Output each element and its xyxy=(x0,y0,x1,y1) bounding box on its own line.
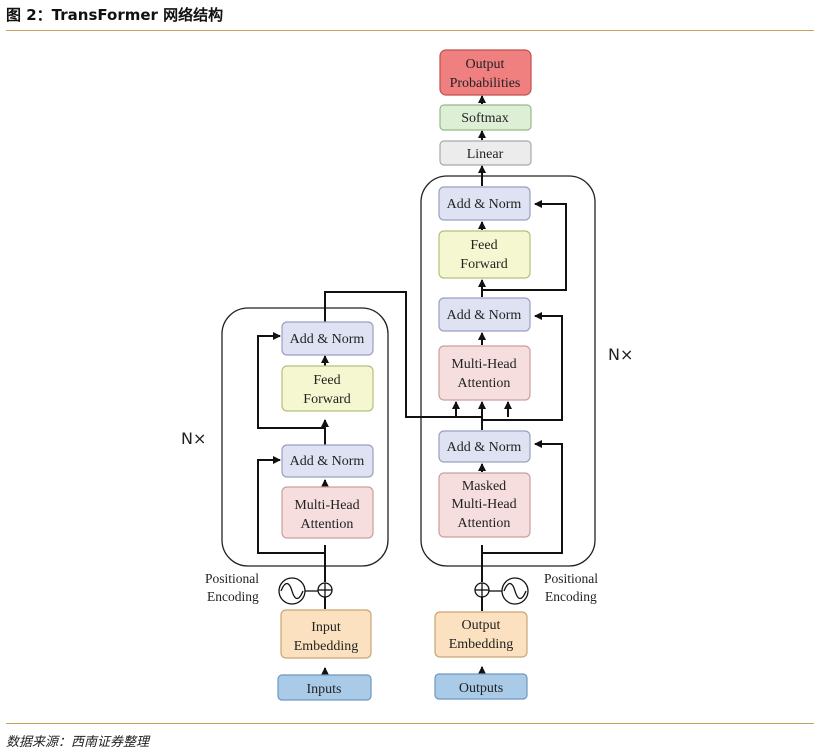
decoder-add-norm-mid-label: Add & Norm xyxy=(447,308,522,323)
encoder-inputs-label: Inputs xyxy=(307,682,342,697)
decoder-positional-label-2: Encoding xyxy=(545,589,597,604)
decoder-add-norm-top: Add & Norm xyxy=(438,186,531,221)
encoder-add-norm-top: Add & Norm xyxy=(281,321,374,356)
encoder-inputs: Inputs xyxy=(277,674,372,701)
decoder-feed-forward: Feed Forward xyxy=(438,230,531,279)
output-probabilities-label-2: Probabilities xyxy=(450,76,521,91)
masked-attention-label-1: Masked xyxy=(462,479,506,494)
decoder-output-embedding: Output Embedding xyxy=(434,611,528,658)
encoder-stack-frame xyxy=(221,307,389,567)
decoder-output-probabilities: Output Probabilities xyxy=(439,49,532,96)
encoder-input-embedding: Input Embedding xyxy=(280,609,372,659)
decoder-nx-label: N× xyxy=(608,345,633,364)
encoder-feed-forward-label-1: Feed xyxy=(313,373,340,388)
softmax-label: Softmax xyxy=(461,111,508,126)
decoder-sine-icon xyxy=(489,577,529,605)
encoder-add-norm-top-label: Add & Norm xyxy=(290,332,365,347)
decoder-masked-multi-head-attention: Masked Multi-Head Attention xyxy=(438,472,531,538)
encoder-add-norm-bottom: Add & Norm xyxy=(281,444,374,478)
encoder-multi-head-attention: Multi-Head Attention xyxy=(281,486,374,539)
decoder-positional-label-1: Positional xyxy=(544,571,598,586)
figure-title: 图 2：TransFormer 网络结构 xyxy=(6,6,224,24)
decoder-feed-forward-label-2: Forward xyxy=(460,257,507,272)
top-divider xyxy=(6,30,814,31)
decoder-embedding-label-1: Output xyxy=(462,618,501,633)
decoder-attention-label-1: Multi-Head xyxy=(451,357,516,372)
decoder-add-norm-bottom: Add & Norm xyxy=(438,430,531,463)
masked-attention-label-3: Attention xyxy=(458,516,511,531)
decoder-softmax: Softmax xyxy=(439,104,532,131)
decoder-add-norm-bottom-label: Add & Norm xyxy=(447,440,522,455)
encoder-attention-label-1: Multi-Head xyxy=(294,498,359,513)
decoder-add-norm-mid: Add & Norm xyxy=(438,297,531,332)
encoder-positional-add xyxy=(317,582,333,598)
encoder-feed-forward-label-2: Forward xyxy=(303,392,350,407)
source-note: 数据来源：西南证券整理 xyxy=(6,735,150,750)
linear-label: Linear xyxy=(467,147,504,162)
decoder-attention-label-2: Attention xyxy=(458,376,511,391)
decoder-feed-forward-label-1: Feed xyxy=(470,238,497,253)
decoder-add-norm-top-label: Add & Norm xyxy=(447,197,522,212)
decoder-stack-frame xyxy=(420,175,596,567)
masked-attention-label-2: Multi-Head xyxy=(451,497,516,512)
decoder-linear: Linear xyxy=(439,140,532,166)
encoder-nx-label: N× xyxy=(181,429,206,448)
encoder-embedding-label-1: Input xyxy=(311,620,341,635)
encoder-sine-icon xyxy=(278,577,318,605)
bottom-divider xyxy=(6,723,814,724)
decoder-outputs-label: Outputs xyxy=(459,681,503,696)
decoder-embedding-label-2: Embedding xyxy=(449,637,514,652)
encoder-attention-label-2: Attention xyxy=(301,517,354,532)
connectors xyxy=(257,95,567,675)
encoder-positional-label-2: Encoding xyxy=(207,589,259,604)
encoder-embedding-label-2: Embedding xyxy=(294,639,359,654)
decoder-positional-add xyxy=(474,582,490,598)
encoder-positional-label-1: Positional xyxy=(205,571,259,586)
decoder-multi-head-attention: Multi-Head Attention xyxy=(438,345,531,401)
output-probabilities-label-1: Output xyxy=(466,57,505,72)
encoder-add-norm-bottom-label: Add & Norm xyxy=(290,454,365,469)
encoder-feed-forward: Feed Forward xyxy=(281,365,374,412)
decoder-outputs: Outputs xyxy=(434,673,528,700)
